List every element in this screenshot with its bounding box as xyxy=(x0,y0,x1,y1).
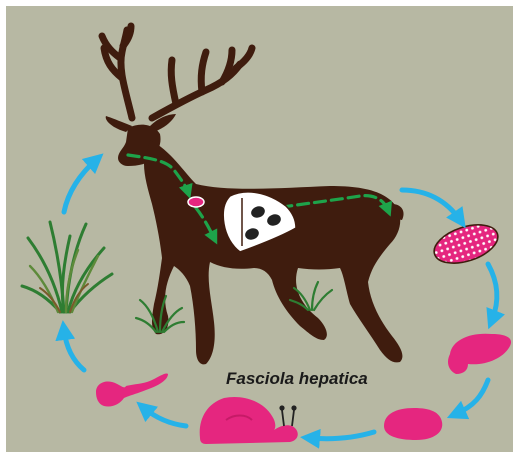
juvenile-fluke-icon xyxy=(188,197,204,207)
sporocyst-icon xyxy=(384,408,442,440)
species-label: Fasciola hepatica xyxy=(226,369,368,389)
